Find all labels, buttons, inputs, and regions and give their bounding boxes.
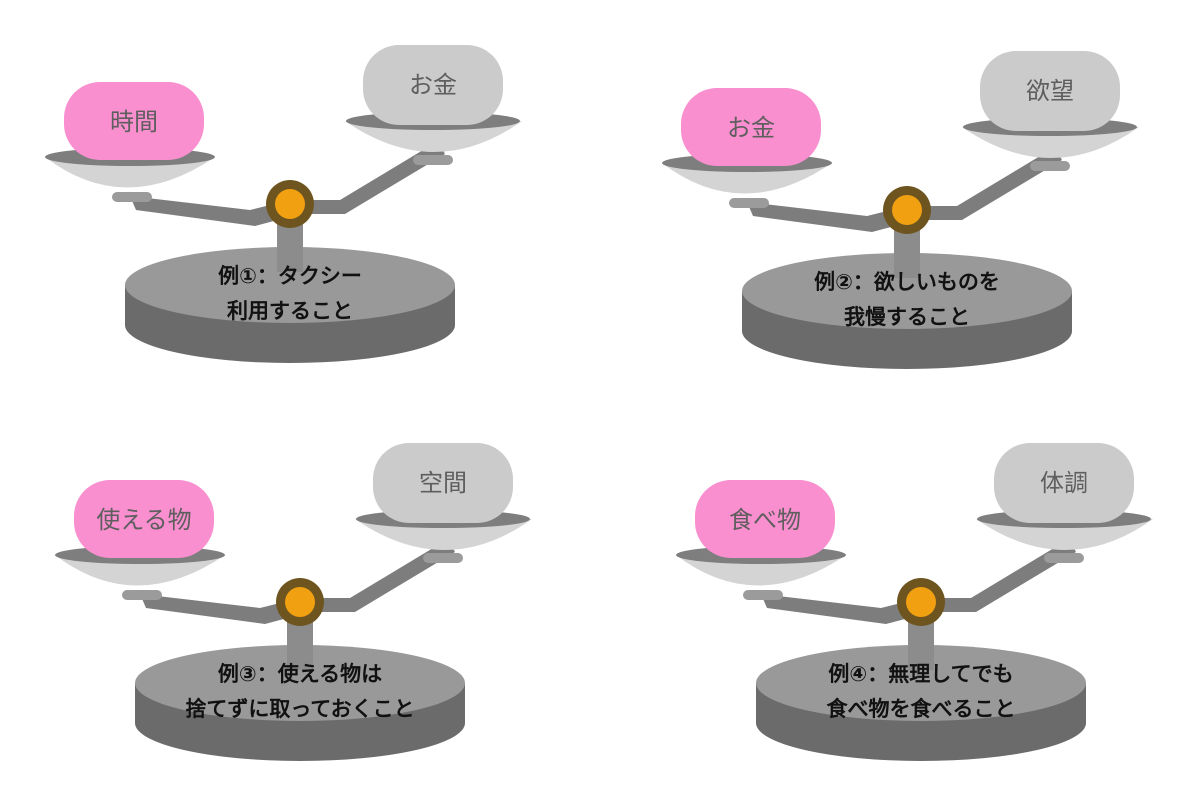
scale-2: お金 欲望 例②：欲しいものを 我慢すること bbox=[662, 51, 1139, 369]
right-weight-label: 欲望 bbox=[1026, 77, 1074, 105]
left-weight bbox=[64, 82, 204, 160]
right-weight-label: お金 bbox=[409, 71, 457, 99]
caption-line-1: 例④：無理してでも bbox=[828, 662, 1013, 686]
right-weight-label: 空間 bbox=[419, 469, 467, 497]
scale-3: 使える物 空間 例③：使える物は 捨てずに取っておくこと bbox=[55, 443, 532, 761]
caption-line-2: 我慢すること bbox=[844, 305, 970, 329]
left-weight-label: 使える物 bbox=[96, 506, 191, 534]
caption-line-2: 利用すること bbox=[227, 299, 353, 323]
left-weight-label: 時間 bbox=[110, 108, 158, 136]
caption-line-2: 捨てずに取っておくこと bbox=[185, 697, 414, 721]
scale-4: 食べ物 体調 例④：無理してでも 食べ物を食べること bbox=[676, 443, 1153, 761]
left-weight-label: お金 bbox=[727, 114, 775, 142]
caption-line-1: 例②：欲しいものを bbox=[814, 270, 1000, 294]
right-weight-label: 体調 bbox=[1040, 469, 1088, 497]
right-weight bbox=[363, 45, 503, 125]
caption-line-1: 例①：タクシー bbox=[218, 264, 362, 288]
caption-line-2: 食べ物を食べること bbox=[827, 697, 1016, 721]
left-weight bbox=[74, 480, 214, 558]
left-weight bbox=[681, 88, 821, 166]
scale-1: 時間 お金 例①：タクシー 利用すること bbox=[45, 45, 522, 363]
left-weight-label: 食べ物 bbox=[729, 506, 801, 534]
caption-line-1: 例③：使える物は bbox=[218, 662, 382, 686]
right-weight bbox=[980, 51, 1120, 131]
right-weight bbox=[373, 443, 513, 523]
right-weight bbox=[994, 443, 1134, 523]
left-weight bbox=[695, 480, 835, 558]
